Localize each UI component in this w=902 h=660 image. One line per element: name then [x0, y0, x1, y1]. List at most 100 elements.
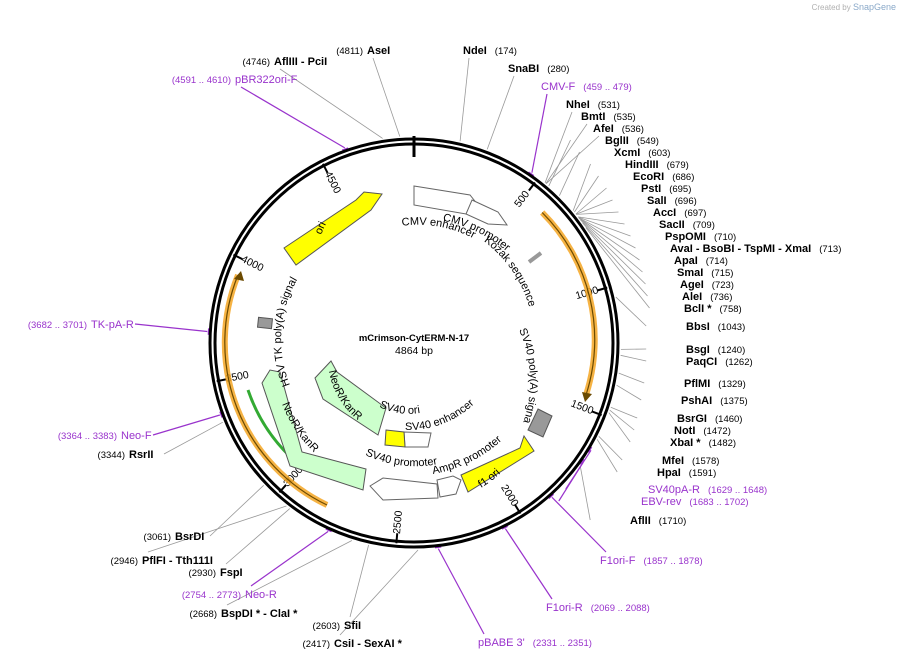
site-bbsi[interactable]: BbsI [686, 321, 710, 333]
primer-pos-ebv-rev[interactable]: (1683 .. 1702) [689, 497, 748, 508]
site-pos-rsrii[interactable]: (3344) [98, 450, 125, 461]
site-pos-paqci[interactable]: (1262) [725, 357, 752, 368]
site-nhei[interactable]: NheI [566, 99, 590, 111]
site-pos-ecori[interactable]: (686) [672, 172, 694, 183]
site-pos-pflmi[interactable]: (1329) [718, 379, 745, 390]
site-pos-bcli[interactable]: (758) [720, 304, 742, 315]
site-ndei[interactable]: NdeI [463, 45, 487, 57]
primer-pbabe-3[interactable]: pBABE 3' [478, 637, 525, 649]
site-pos-bsrgi[interactable]: (1460) [715, 414, 742, 425]
site-mfei[interactable]: MfeI [662, 455, 684, 467]
site-bspdi-clai[interactable]: BspDI * - ClaI * [221, 608, 298, 620]
site-bsgi[interactable]: BsgI [686, 344, 710, 356]
site-hpai[interactable]: HpaI [657, 467, 681, 479]
primer-pos-tk-pa-r[interactable]: (3682 .. 3701) [28, 320, 87, 331]
site-sacii[interactable]: SacII [659, 219, 685, 231]
site-pos-xbai[interactable]: (1482) [709, 438, 736, 449]
primer-neo-r[interactable]: Neo-R [245, 589, 277, 601]
site-noti[interactable]: NotI [674, 425, 695, 437]
primer-neo-f[interactable]: Neo-F [121, 430, 152, 442]
site-pos-bbsi[interactable]: (1043) [718, 322, 745, 333]
site-pos-sacii[interactable]: (709) [693, 220, 715, 231]
primer-cmv-f[interactable]: CMV-F [541, 81, 576, 93]
site-hindiii[interactable]: HindIII [625, 159, 659, 171]
site-pos-pshai[interactable]: (1375) [720, 396, 747, 407]
site-pos-snabi[interactable]: (280) [547, 64, 569, 75]
primer-pos-pbabe-3[interactable]: (2331 .. 2351) [533, 638, 592, 649]
site-pos-alei[interactable]: (736) [710, 292, 732, 303]
site-csii-sexai[interactable]: CsiI - SexAI * [334, 638, 403, 650]
site-avai-bsobi-tspmi-xmai[interactable]: AvaI - BsoBI - TspMI - XmaI [670, 243, 811, 255]
site-pos-agei[interactable]: (723) [712, 280, 734, 291]
site-xbai[interactable]: XbaI * [670, 437, 701, 449]
site-pos-afei[interactable]: (536) [622, 124, 644, 135]
site-pos-fspi[interactable]: (2930) [189, 568, 216, 579]
site-bsrdi[interactable]: BsrDI [175, 531, 204, 543]
site-pos-acci[interactable]: (697) [684, 208, 706, 219]
site-pshai[interactable]: PshAI [681, 395, 712, 407]
primer-tk-pa-r[interactable]: TK-pA-R [91, 319, 134, 331]
site-snabi[interactable]: SnaBI [508, 63, 539, 75]
site-pos-asei[interactable]: (4811) [336, 46, 363, 57]
site-smai[interactable]: SmaI [677, 267, 703, 279]
primer-pos-f1ori-f[interactable]: (1857 .. 1878) [644, 556, 703, 567]
site-pos-afliii-pcii[interactable]: (4746) [243, 57, 270, 68]
site-pos-pspomi[interactable]: (710) [714, 232, 736, 243]
primer-pos-neo-r[interactable]: (2754 .. 2773) [182, 590, 241, 601]
site-sfii[interactable]: SfiI [344, 620, 361, 632]
site-pspomi[interactable]: PspOMI [665, 231, 706, 243]
site-bsrgi[interactable]: BsrGI [677, 413, 707, 425]
site-rsrii[interactable]: RsrII [129, 449, 153, 461]
primer-pos-pbr322ori-f[interactable]: (4591 .. 4610) [172, 75, 231, 86]
primer-f1ori-r[interactable]: F1ori-R [546, 602, 583, 614]
site-ecori[interactable]: EcoRI [633, 171, 664, 183]
site-pos-bmti[interactable]: (535) [614, 112, 636, 123]
primer-pos-f1ori-r[interactable]: (2069 .. 2088) [591, 603, 650, 614]
site-agei[interactable]: AgeI [680, 279, 704, 291]
primer-pbr322ori-f[interactable]: pBR322ori-F [235, 74, 298, 86]
site-pflfi-tth111i[interactable]: PflFI - Tth111I [142, 555, 213, 567]
site-pos-pflfi-tth111i[interactable]: (2946) [111, 556, 138, 567]
site-pos-ndei[interactable]: (174) [495, 46, 517, 57]
site-acci[interactable]: AccI [653, 207, 676, 219]
site-pos-bsgi[interactable]: (1240) [718, 345, 745, 356]
site-pos-noti[interactable]: (1472) [703, 426, 730, 437]
primer-pos-sv40pa-r[interactable]: (1629 .. 1648) [708, 485, 767, 496]
site-pos-bspdi-clai[interactable]: (2668) [190, 609, 217, 620]
primer-pos-neo-f[interactable]: (3364 .. 3383) [58, 431, 117, 442]
site-asei[interactable]: AseI [367, 45, 390, 57]
site-pos-hindiii[interactable]: (679) [667, 160, 689, 171]
site-alei[interactable]: AleI [682, 291, 702, 303]
site-pos-bsrdi[interactable]: (3061) [144, 532, 171, 543]
site-apai[interactable]: ApaI [674, 255, 698, 267]
site-pos-xcmi[interactable]: (603) [648, 148, 670, 159]
site-bmti[interactable]: BmtI [581, 111, 605, 123]
site-xcmi[interactable]: XcmI [614, 147, 640, 159]
site-pos-sali[interactable]: (696) [675, 196, 697, 207]
site-bcli[interactable]: BclI * [684, 303, 712, 315]
site-sali[interactable]: SalI [647, 195, 667, 207]
primer-pos-cmv-f[interactable]: (459 .. 479) [583, 82, 632, 93]
site-pos-smai[interactable]: (715) [711, 268, 733, 279]
site-pos-apai[interactable]: (714) [706, 256, 728, 267]
site-fspi[interactable]: FspI [220, 567, 243, 579]
site-pos-avai-bsobi-tspmi-xmai[interactable]: (713) [819, 244, 841, 255]
site-paqci[interactable]: PaqCI [686, 356, 717, 368]
primer-sv40pa-r[interactable]: SV40pA-R [648, 484, 700, 496]
site-afliii-pcii[interactable]: AflIII - PciI [274, 56, 327, 68]
site-pos-nhei[interactable]: (531) [598, 100, 620, 111]
site-pos-hpai[interactable]: (1591) [689, 468, 716, 479]
site-pos-psti[interactable]: (695) [669, 184, 691, 195]
site-pflmi[interactable]: PflMI [684, 378, 710, 390]
site-pos-csii-sexai[interactable]: (2417) [303, 639, 330, 650]
primer-f1ori-f[interactable]: F1ori-F [600, 555, 636, 567]
site-pos-mfei[interactable]: (1578) [692, 456, 719, 467]
site-afei[interactable]: AfeI [593, 123, 614, 135]
site-aflii[interactable]: AflII [630, 515, 651, 527]
site-psti[interactable]: PstI [641, 183, 661, 195]
site-pos-sfii[interactable]: (2603) [313, 621, 340, 632]
site-pos-bglii[interactable]: (549) [637, 136, 659, 147]
site-bglii[interactable]: BglII [605, 135, 629, 147]
primer-ebv-rev[interactable]: EBV-rev [641, 496, 682, 508]
site-pos-aflii[interactable]: (1710) [659, 516, 686, 527]
